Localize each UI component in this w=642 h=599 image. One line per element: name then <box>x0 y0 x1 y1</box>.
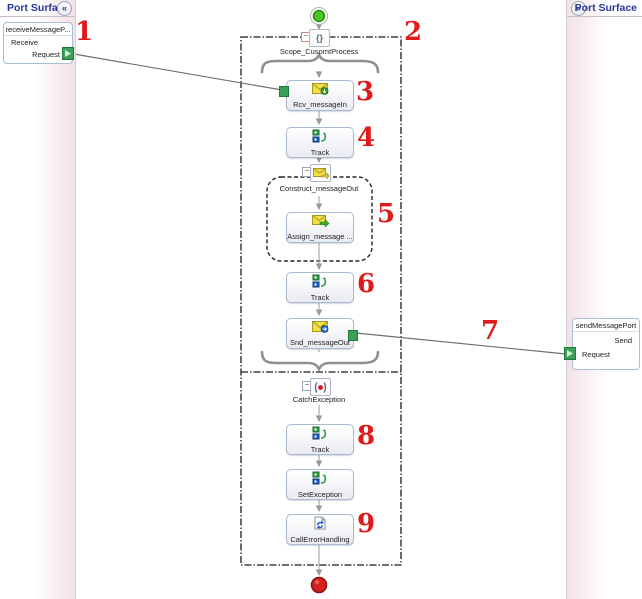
scope-bottom-brace <box>260 350 380 372</box>
track1-shape-label: Track <box>310 147 330 157</box>
track2-shape[interactable]: Track <box>286 272 354 303</box>
annotation-8: 8 <box>357 421 376 451</box>
track3-shape-label: Track <box>310 444 330 454</box>
send-port-anchor-icon[interactable] <box>564 347 576 360</box>
receive-operation-label[interactable]: Receive <box>11 38 39 47</box>
track3-shape[interactable]: Track <box>286 424 354 455</box>
left-port-surface: Port Surface « <box>0 0 76 599</box>
annotation-5: 5 <box>377 199 396 229</box>
annotation-7: 7 <box>481 316 500 346</box>
construct-label[interactable]: Construct_messageOut <box>279 184 359 193</box>
setexception-shape[interactable]: SetException <box>286 469 354 500</box>
catch-exception-label[interactable]: CatchException <box>292 395 346 404</box>
message-assignment-icon <box>311 214 329 232</box>
scope-top-brace <box>260 52 380 74</box>
send-port-shape[interactable]: sendMessagePort Send Request <box>572 318 640 370</box>
assign-shape[interactable]: Assign_message ... <box>286 212 354 243</box>
send-port-name: sendMessagePort <box>573 319 639 332</box>
receive-shape[interactable]: Rcv_messageIn <box>286 80 354 111</box>
expression-icon <box>312 426 328 445</box>
collapse-left-panel-icon[interactable]: « <box>57 1 72 16</box>
send-operation-label[interactable]: Send <box>614 336 632 345</box>
annotation-3: 3 <box>356 77 375 107</box>
expression-icon <box>312 274 328 293</box>
call-orchestration-icon <box>312 516 328 535</box>
send-message-icon <box>311 320 329 338</box>
receive-port-anchor-icon[interactable] <box>62 47 74 60</box>
setexception-shape-label: SetException <box>297 489 343 499</box>
callerrorhandling-shape-label: CallErrorHandling <box>290 534 350 544</box>
right-port-surface: » Port Surface <box>566 0 642 599</box>
scope-label[interactable]: Scope_CusomtProcess <box>279 47 359 56</box>
send-shape-anchor-icon[interactable] <box>348 328 360 341</box>
receive-shape-label: Rcv_messageIn <box>293 100 347 109</box>
expression-icon <box>312 471 328 490</box>
callerrorhandling-shape[interactable]: CallErrorHandling <box>286 514 354 545</box>
end-node[interactable] <box>310 576 328 594</box>
catch-exception-icon[interactable] <box>310 378 331 396</box>
annotation-1: 1 <box>75 17 94 47</box>
connector-send-line[interactable] <box>355 332 567 355</box>
annotation-4: 4 <box>357 123 376 153</box>
connector-receive-line[interactable] <box>73 53 283 91</box>
left-port-surface-title: Port Surface <box>7 2 70 14</box>
send-shape-label: Snd_messageOut <box>289 338 351 347</box>
send-request-label[interactable]: Request <box>582 350 610 359</box>
collapse-right-panel-icon[interactable]: » <box>571 1 586 16</box>
right-port-surface-title: Port Surface <box>574 2 637 14</box>
receive-message-icon <box>311 82 329 100</box>
receive-request-label[interactable]: Request <box>32 50 60 59</box>
track2-shape-label: Track <box>310 292 330 302</box>
receive-port-name: receiveMessageP... <box>4 25 72 36</box>
start-node[interactable] <box>310 7 328 25</box>
left-port-surface-header: Port Surface « <box>0 0 75 17</box>
track1-shape[interactable]: Track <box>286 127 354 158</box>
annotation-6: 6 <box>357 269 376 299</box>
receive-port-shape[interactable]: receiveMessageP... Receive Request <box>3 22 73 64</box>
send-shape[interactable]: Snd_messageOut <box>286 318 354 349</box>
annotation-2: 2 <box>404 17 423 47</box>
annotation-9: 9 <box>357 509 376 539</box>
scope-icon[interactable]: {} <box>309 29 330 47</box>
right-port-surface-header: » Port Surface <box>567 0 642 17</box>
receive-shape-anchor-icon[interactable] <box>279 84 291 97</box>
expression-icon <box>312 129 328 148</box>
construct-message-icon[interactable] <box>310 164 331 182</box>
assign-shape-label: Assign_message ... <box>287 232 353 241</box>
